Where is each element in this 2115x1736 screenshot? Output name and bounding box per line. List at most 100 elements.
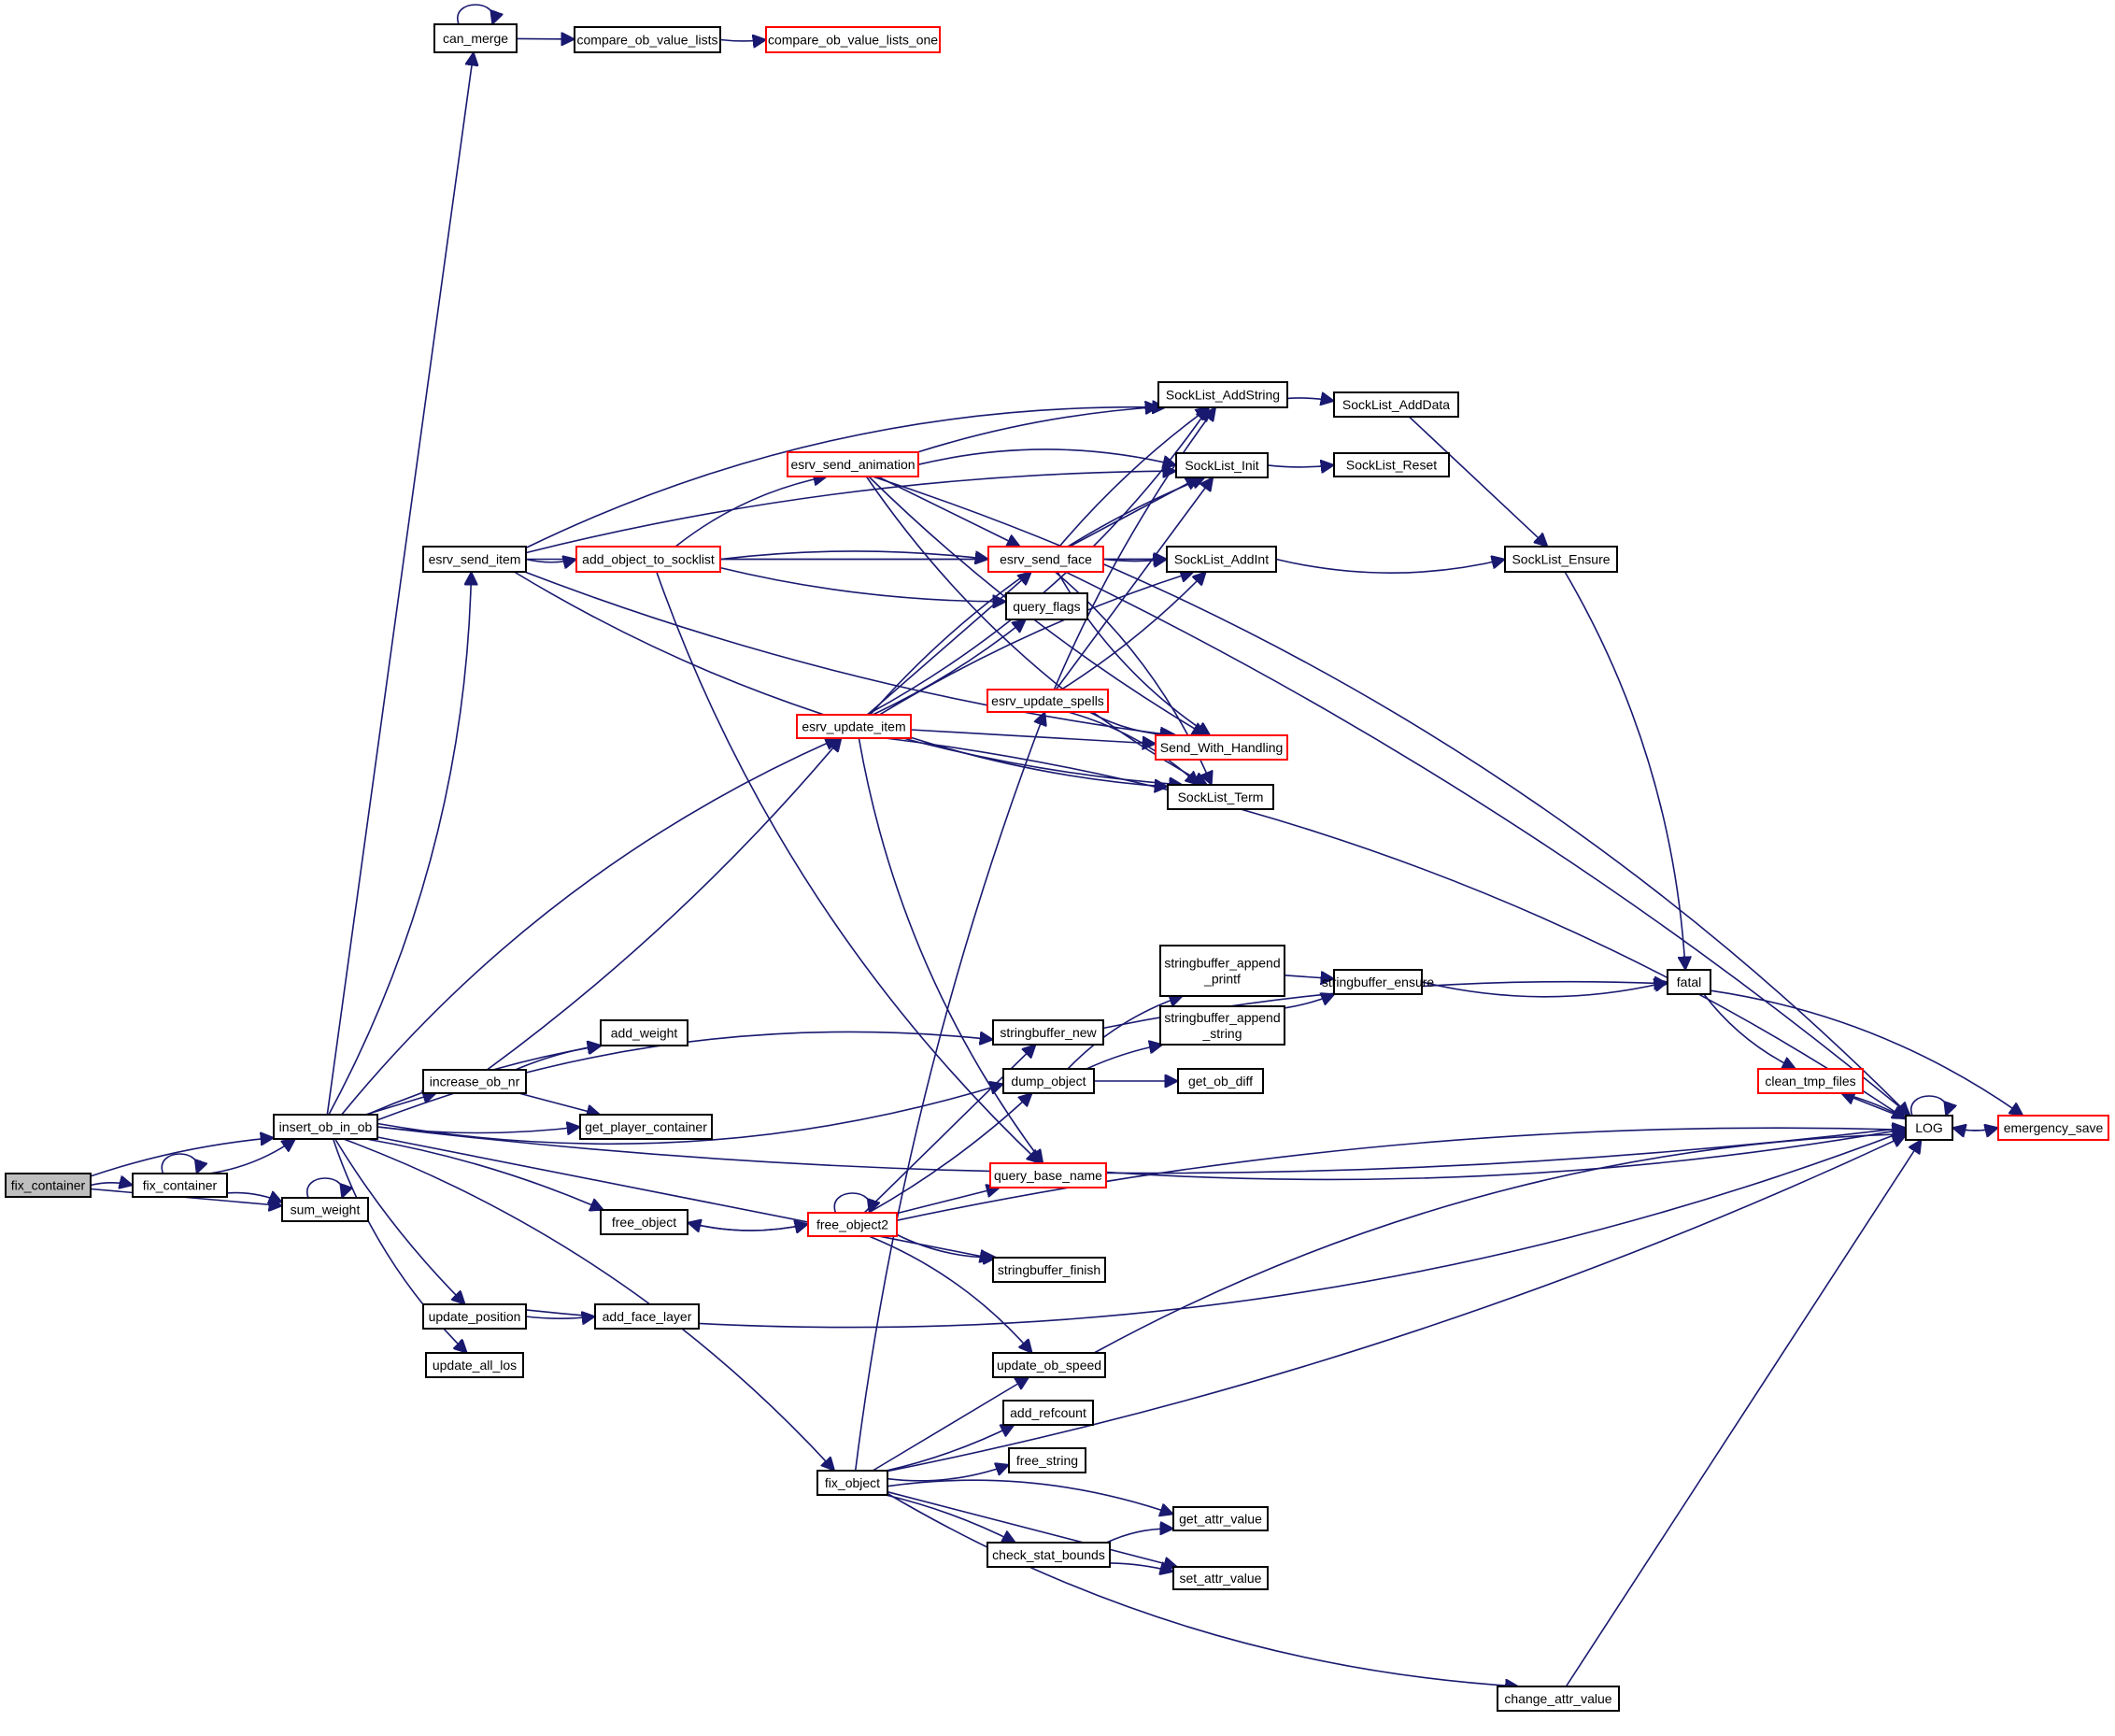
node-box[interactable] (600, 1019, 688, 1046)
node-box[interactable] (1333, 452, 1450, 477)
node-emergency-save[interactable]: emergency_save (1997, 1115, 2109, 1141)
node-sum-weight[interactable]: sum_weight (281, 1197, 369, 1222)
node-check-stat-bounds[interactable]: check_stat_bounds (987, 1542, 1111, 1568)
node-box[interactable] (281, 1197, 369, 1222)
node-stringbuffer-append-string[interactable]: stringbuffer_append_string (1159, 1005, 1285, 1046)
node-box[interactable] (989, 1162, 1107, 1188)
node-root[interactable]: fix_container (5, 1173, 92, 1198)
node-box[interactable] (807, 1212, 898, 1237)
node-set-attr-value[interactable]: set_attr_value (1172, 1566, 1269, 1590)
node-update-all-los[interactable]: update_all_los (425, 1352, 524, 1378)
node-box[interactable] (1157, 381, 1288, 408)
node-box[interactable] (765, 26, 941, 53)
node-box[interactable] (987, 1542, 1111, 1568)
node-box[interactable] (1333, 391, 1459, 418)
node-box[interactable] (1177, 1068, 1264, 1094)
node-stringbuffer-append-printf[interactable]: stringbuffer_append_printf (1159, 945, 1285, 997)
node-update-position[interactable]: update_position (422, 1303, 527, 1330)
node-box[interactable] (992, 1019, 1104, 1046)
node-box[interactable] (992, 1352, 1106, 1378)
node-esrv-update-item[interactable]: esrv_update_item (796, 714, 912, 739)
node-query-base-name[interactable]: query_base_name (989, 1162, 1107, 1188)
node-box[interactable] (1997, 1115, 2109, 1141)
node-esrv-send-animation[interactable]: esrv_send_animation (787, 451, 919, 477)
node-free-object[interactable]: free_object (600, 1209, 688, 1235)
node-box[interactable] (1002, 1068, 1095, 1094)
node-box[interactable] (422, 1303, 527, 1330)
node-box[interactable] (422, 1069, 527, 1094)
node-box[interactable] (992, 1257, 1106, 1283)
node-box[interactable] (1905, 1115, 1953, 1141)
node-box[interactable] (1005, 592, 1088, 620)
node-box[interactable] (1667, 969, 1711, 995)
node-box[interactable] (5, 1173, 92, 1198)
node-box[interactable] (579, 1114, 713, 1140)
node-box[interactable] (987, 689, 1109, 713)
node-box[interactable] (1504, 546, 1618, 573)
node-esrv-send-face[interactable]: esrv_send_face (987, 546, 1104, 573)
node-add-face-layer[interactable]: add_face_layer (594, 1303, 700, 1330)
node-box[interactable] (787, 451, 919, 477)
node-box[interactable] (1155, 734, 1288, 761)
node-socklist-reset[interactable]: SockList_Reset (1333, 452, 1450, 477)
node-insert-ob-in-ob[interactable]: insert_ob_in_ob (273, 1114, 378, 1140)
node-box[interactable] (1757, 1068, 1864, 1094)
node-free-string[interactable]: free_string (1008, 1447, 1086, 1473)
node-box[interactable] (796, 714, 912, 739)
node-esrv-send-item[interactable]: esrv_send_item (422, 546, 527, 573)
node-box[interactable] (1166, 546, 1277, 573)
node-box[interactable] (1002, 1400, 1094, 1426)
node-send-with-handling[interactable]: Send_With_Handling (1155, 734, 1288, 761)
node-fix-object[interactable]: fix_object (816, 1470, 888, 1496)
node-socklist-init[interactable]: SockList_Init (1175, 452, 1269, 478)
node-fatal[interactable]: fatal (1667, 969, 1711, 995)
node-box[interactable] (816, 1470, 888, 1496)
node-box[interactable] (1159, 1005, 1285, 1046)
node-socklist-term[interactable]: SockList_Term (1167, 784, 1274, 810)
node-box[interactable] (1172, 1506, 1269, 1531)
node-get-ob-diff[interactable]: get_ob_diff (1177, 1068, 1264, 1094)
node-add-weight[interactable]: add_weight (600, 1019, 688, 1046)
node-change-attr-value[interactable]: change_attr_value (1497, 1686, 1620, 1712)
node-can-merge[interactable]: can_merge (433, 23, 518, 53)
node-box[interactable] (594, 1303, 700, 1330)
node-query-flags[interactable]: query_flags (1005, 592, 1088, 620)
node-get-attr-value[interactable]: get_attr_value (1172, 1506, 1269, 1531)
node-box[interactable] (1497, 1686, 1620, 1712)
node-get-player-container[interactable]: get_player_container (579, 1114, 713, 1140)
node-socklist-ensure[interactable]: SockList_Ensure (1504, 546, 1618, 573)
node-box[interactable] (574, 26, 721, 53)
node-add-refcount[interactable]: add_refcount (1002, 1400, 1094, 1426)
node-box[interactable] (600, 1209, 688, 1235)
node-increase-ob-nr[interactable]: increase_ob_nr (422, 1069, 527, 1094)
node-clean-tmp-files[interactable]: clean_tmp_files (1757, 1068, 1864, 1094)
node-free-object2[interactable]: free_object2 (807, 1212, 898, 1237)
node-box[interactable] (132, 1173, 228, 1198)
node-dump-object[interactable]: dump_object (1002, 1068, 1095, 1094)
node-stringbuffer-ensure[interactable]: stringbuffer_ensure (1322, 969, 1435, 995)
node-box[interactable] (1172, 1566, 1269, 1590)
node-box[interactable] (1175, 452, 1269, 478)
node-box[interactable] (433, 23, 518, 53)
node-log[interactable]: LOG (1905, 1115, 1953, 1141)
node-box[interactable] (1159, 945, 1285, 997)
node-box[interactable] (575, 546, 721, 573)
node-socklist-addstring[interactable]: SockList_AddString (1157, 381, 1288, 408)
node-box[interactable] (1008, 1447, 1086, 1473)
node-add-object-to-socklist[interactable]: add_object_to_socklist (575, 546, 721, 573)
node-socklist-addint[interactable]: SockList_AddInt (1166, 546, 1277, 573)
node-box[interactable] (1167, 784, 1274, 810)
node-esrv-update-spells[interactable]: esrv_update_spells (987, 689, 1109, 713)
node-compare-ob-value-lists[interactable]: compare_ob_value_lists (574, 26, 721, 53)
node-stringbuffer-finish[interactable]: stringbuffer_finish (992, 1257, 1106, 1283)
node-box[interactable] (422, 546, 527, 573)
node-compare-ob-value-lists-one[interactable]: compare_ob_value_lists_one (765, 26, 941, 53)
node-box[interactable] (273, 1114, 378, 1140)
node-box[interactable] (987, 546, 1104, 573)
node-box[interactable] (1333, 969, 1423, 995)
node-fix-container[interactable]: fix_container (132, 1173, 228, 1198)
node-stringbuffer-new[interactable]: stringbuffer_new (992, 1019, 1104, 1046)
node-socklist-adddata[interactable]: SockList_AddData (1333, 391, 1459, 418)
node-update-ob-speed[interactable]: update_ob_speed (992, 1352, 1106, 1378)
node-box[interactable] (425, 1352, 524, 1378)
